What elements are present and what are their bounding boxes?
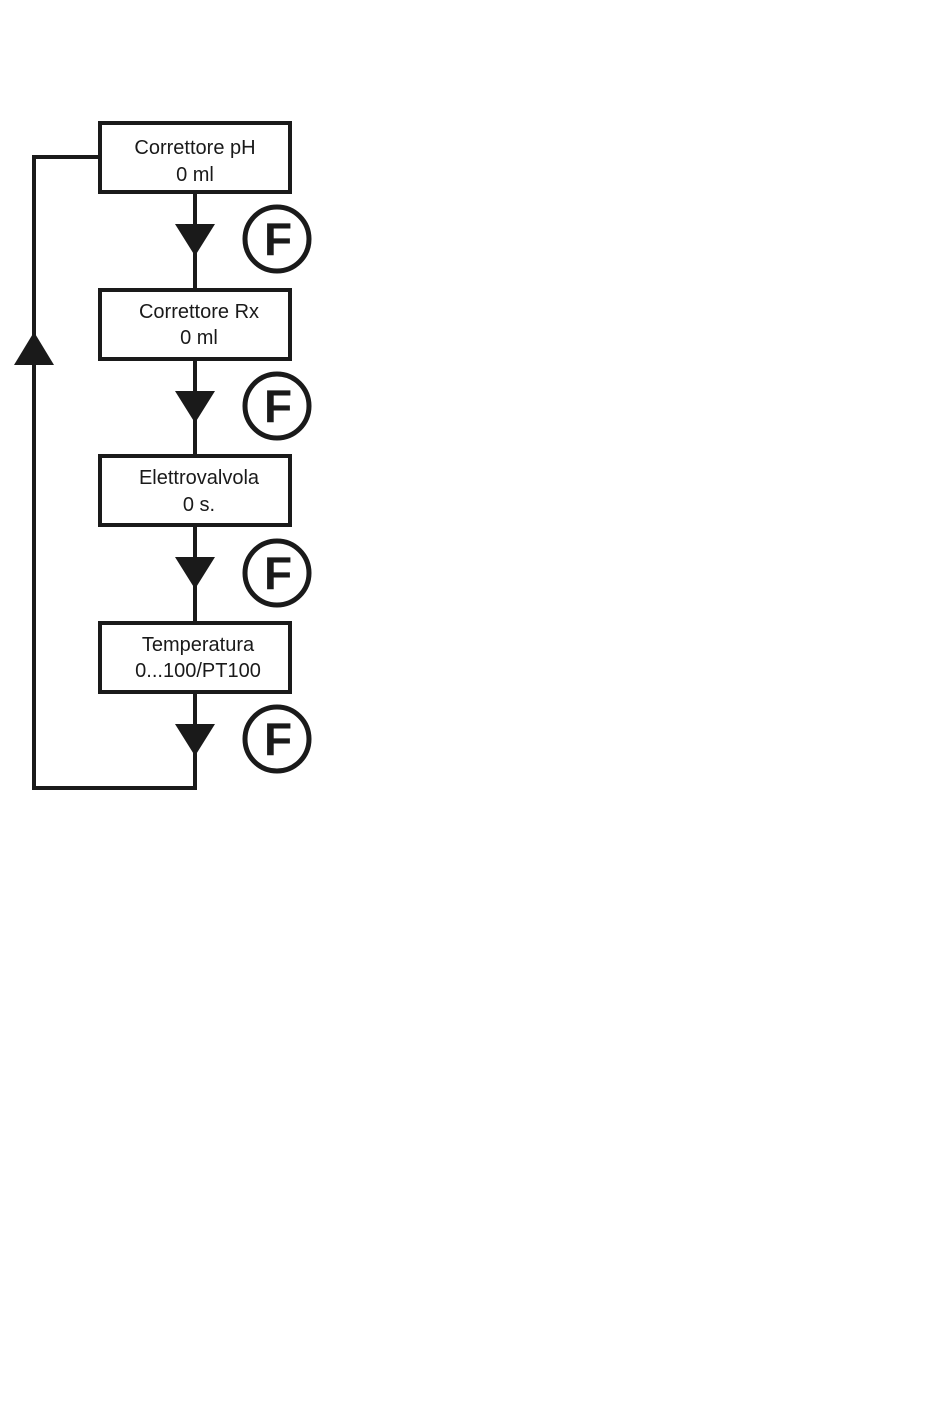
step-value: 0...100/PT100 xyxy=(135,660,261,682)
f-key-label: F xyxy=(264,713,292,765)
step-correttore-ph: Correttore pH 0 ml xyxy=(100,123,290,192)
f-key-button[interactable]: F xyxy=(245,374,309,438)
step-elettrovalvola: Elettrovalvola 0 s. xyxy=(100,456,290,525)
step-correttore-rx: Correttore Rx 0 ml xyxy=(100,290,290,359)
step-title: Correttore pH xyxy=(134,137,255,159)
step-title: Correttore Rx xyxy=(139,301,259,323)
step-value: 0 ml xyxy=(176,164,214,186)
f-key-button[interactable]: F xyxy=(245,541,309,605)
step-value: 0 s. xyxy=(183,494,215,516)
f-key-label: F xyxy=(264,213,292,265)
down-arrow-icon xyxy=(175,224,215,256)
step-value: 0 ml xyxy=(180,327,218,349)
f-key-label: F xyxy=(264,380,292,432)
f-key-label: F xyxy=(264,547,292,599)
loop-up-arrow-icon xyxy=(14,332,54,365)
f-key-button[interactable]: F xyxy=(245,207,309,271)
down-arrow-icon xyxy=(175,557,215,589)
down-arrow-icon xyxy=(175,391,215,423)
down-arrow-icon xyxy=(175,724,215,756)
step-temperatura: Temperatura 0...100/PT100 xyxy=(100,623,290,692)
f-key-button[interactable]: F xyxy=(245,707,309,771)
step-title: Temperatura xyxy=(142,634,255,656)
step-title: Elettrovalvola xyxy=(139,467,260,489)
